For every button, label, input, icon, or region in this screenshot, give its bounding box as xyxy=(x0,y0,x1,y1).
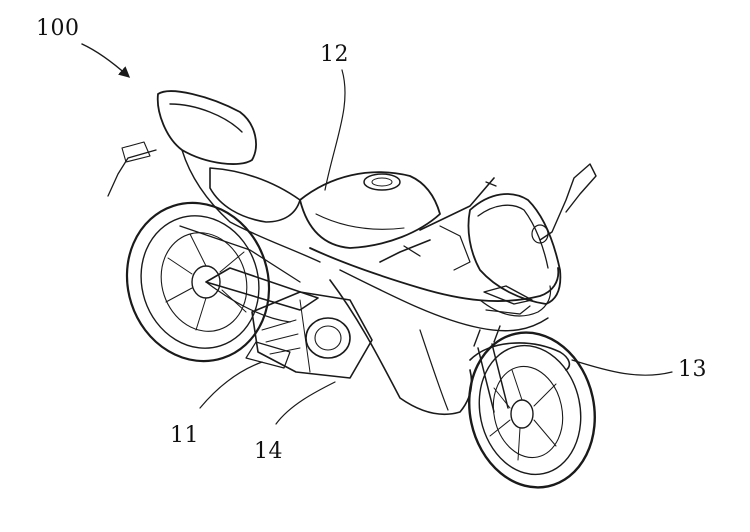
leader-12 xyxy=(324,69,346,191)
leader-14 xyxy=(275,381,336,425)
label-11: 11 xyxy=(170,423,199,448)
leader-11 xyxy=(199,361,263,409)
front-wheel xyxy=(468,331,596,489)
label-12: 12 xyxy=(320,42,349,67)
handlebars xyxy=(379,177,497,271)
label-14: 14 xyxy=(254,439,283,464)
rear-wheel xyxy=(125,201,271,363)
label-13: 13 xyxy=(678,357,707,382)
seat-tail xyxy=(107,90,321,263)
leader-100-arrow xyxy=(81,43,131,78)
label-100: 100 xyxy=(36,16,80,41)
fairing xyxy=(309,247,560,416)
leader-lines xyxy=(81,43,673,425)
leader-13 xyxy=(571,359,673,376)
front-fork xyxy=(469,325,571,413)
swingarm xyxy=(179,225,319,323)
front-cowl xyxy=(467,163,597,305)
engine xyxy=(245,291,373,379)
fuel-tank xyxy=(299,171,441,249)
